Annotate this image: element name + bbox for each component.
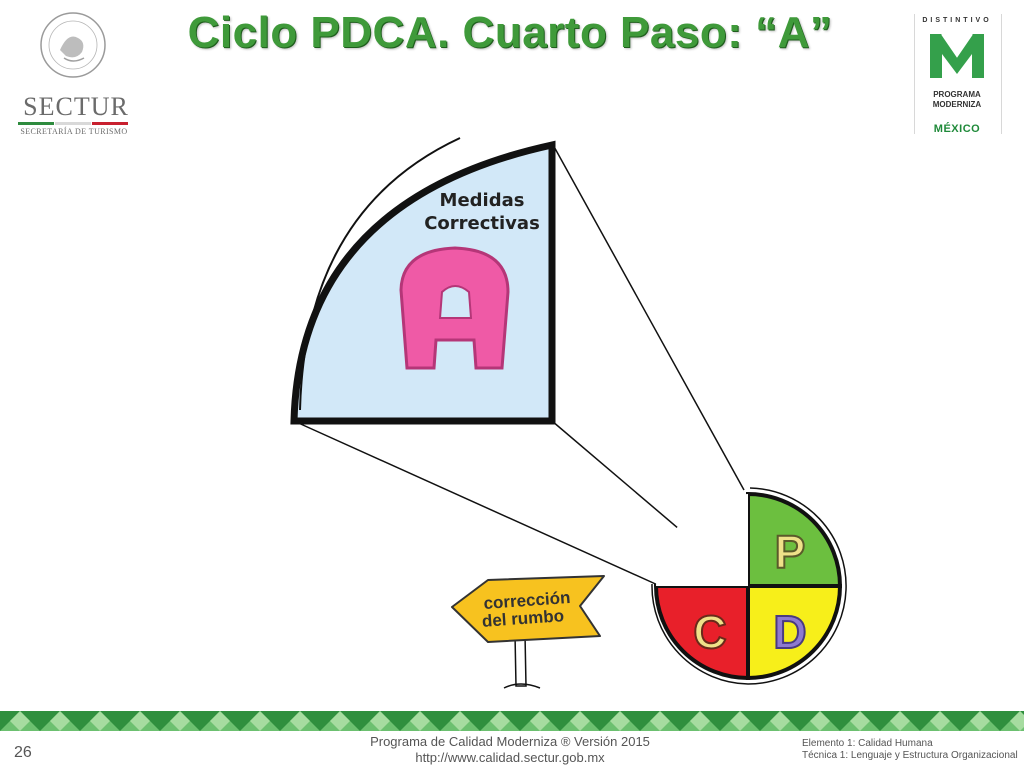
footer-pattern-diamond xyxy=(410,711,430,731)
badge-country-label: MÉXICO xyxy=(933,123,981,135)
sectur-subtitle: SECRETARÍA DE TURISMO xyxy=(20,127,128,136)
sectur-logo-text: SECTUR xyxy=(23,92,129,121)
footer-pattern-diamond xyxy=(570,711,590,731)
footer-pattern-triangles xyxy=(0,711,1024,731)
footer-pattern-diamond xyxy=(810,711,830,731)
footer-pattern-diamond xyxy=(690,711,710,731)
footer-url[interactable]: http://www.calidad.sectur.gob.mx xyxy=(415,750,605,765)
footer-pattern-diamond xyxy=(210,711,230,731)
distintivo-badge xyxy=(914,14,1002,134)
quadrant-d-letter: D xyxy=(773,606,806,658)
quadrant-c-letter: C xyxy=(693,606,726,658)
footer-pattern-diamond xyxy=(490,711,510,731)
footer-pattern-diamond xyxy=(90,711,110,731)
badge-program-line1: PROGRAMA xyxy=(933,90,981,99)
footer-pattern-diamond xyxy=(450,711,470,731)
pdca-circle xyxy=(651,487,847,685)
footer-pattern-diamond xyxy=(970,711,990,731)
footer-program-version: Programa de Calidad Moderniza ® Versión … xyxy=(370,734,650,749)
footer-pattern-diamond xyxy=(890,711,910,731)
footer-pattern-band xyxy=(0,711,1024,731)
pdca-sketch-outline xyxy=(651,487,847,685)
footer-pattern-diamond xyxy=(370,711,390,731)
footer-pattern-diamond xyxy=(930,711,950,731)
zoom-quadrant-sketch-line xyxy=(299,137,461,411)
footer-pattern-diamond xyxy=(330,711,350,731)
letter-a-icon xyxy=(399,246,510,370)
quadrant-d xyxy=(746,584,843,681)
badge-program-line2: MODERNIZA xyxy=(932,100,982,109)
footer-pattern-diamond xyxy=(650,711,670,731)
quadrant-p xyxy=(746,491,843,588)
zoom-label-line2: Correctivas xyxy=(424,213,540,234)
slide-title: Ciclo PDCA. Cuarto Paso: “A” xyxy=(187,8,833,57)
mexico-seal-icon xyxy=(40,12,106,78)
quadrant-c xyxy=(653,584,750,681)
footer-pattern-diamond xyxy=(730,711,750,731)
sectur-tricolor-line xyxy=(18,122,128,125)
footer-pattern-diamond xyxy=(50,711,70,731)
page-number: 26 xyxy=(14,744,32,761)
footer-pattern-diamond xyxy=(250,711,270,731)
quadrant-a-empty xyxy=(656,494,748,586)
badge-program-label: PROGRAMA MODERNIZA xyxy=(914,90,1000,110)
signpost xyxy=(451,575,605,689)
signpost-grass xyxy=(503,683,541,689)
quadrant-p-letter: P xyxy=(775,526,806,578)
moderniza-m-logo xyxy=(930,33,984,78)
badge-top-label: DISTINTIVO xyxy=(922,17,992,24)
footer-pattern-diamond xyxy=(850,711,870,731)
footer-pattern-diamond xyxy=(610,711,630,731)
footer-pattern-diamond xyxy=(130,711,150,731)
footer-pattern-diamond xyxy=(1010,711,1024,731)
footer-pattern-diamond xyxy=(10,711,30,731)
footer-pattern-diamond xyxy=(530,711,550,731)
signpost-arrow xyxy=(451,575,605,643)
footer-element: Elemento 1: Calidad Humana xyxy=(802,738,933,749)
footer-pattern-diamond xyxy=(170,711,190,731)
zoom-line-bottom xyxy=(293,420,661,587)
footer-pattern-diamond xyxy=(290,711,310,731)
zoom-label-line1: Medidas xyxy=(439,190,525,211)
zoom-line-top xyxy=(551,142,745,491)
footer-technique: Técnica 1: Lenguaje y Estructura Organiz… xyxy=(802,750,1018,761)
footer-pattern-diamond xyxy=(770,711,790,731)
